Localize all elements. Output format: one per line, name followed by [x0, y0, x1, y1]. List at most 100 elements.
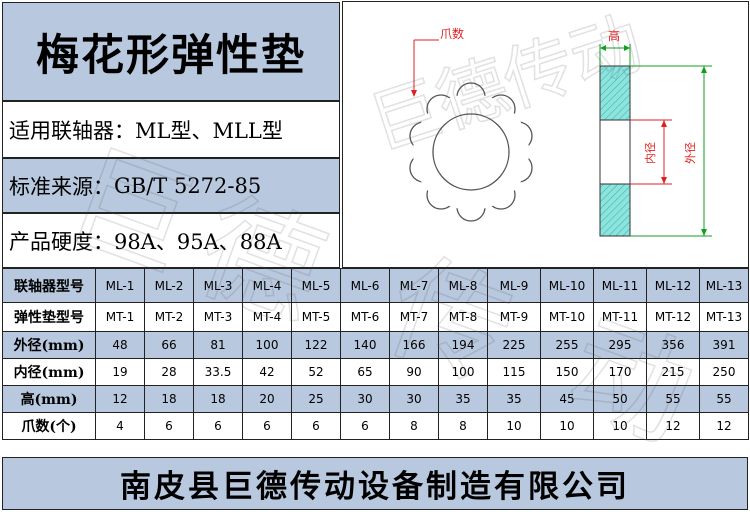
plum-pad-front-view — [409, 82, 533, 222]
height-cell: 20 — [242, 385, 292, 413]
coupling-model-cell: ML-5 — [291, 268, 341, 303]
height-cell: 25 — [291, 385, 341, 413]
pad-model-cell: MT-9 — [487, 302, 541, 332]
claw-count-cell: 8 — [389, 412, 439, 440]
height-cell: 45 — [540, 385, 594, 413]
inner-diameter-cell: 170 — [593, 358, 647, 386]
inner-diameter-cell: 42 — [242, 358, 292, 386]
pad-model-cell: MT-2 — [144, 302, 194, 332]
hardness-row: 产品硬度：98A、95A、88A — [2, 213, 340, 268]
inner-diameter-cell: 215 — [646, 358, 700, 386]
outer-diameter-cell: 194 — [438, 331, 488, 359]
pad-model-cell: MT-10 — [540, 302, 594, 332]
standard-source-row: 标准来源：GB/T 5272-85 — [2, 158, 340, 213]
standard-source-value: GB/T 5272-85 — [114, 173, 262, 198]
inner-diameter-cell: 90 — [389, 358, 439, 386]
hardness-value: 98A、95A、88A — [114, 229, 282, 254]
pad-model-cell: MT-1 — [95, 302, 145, 332]
claw-count-cell: 6 — [193, 412, 243, 440]
inner-diameter-cell: 250 — [699, 358, 749, 386]
title-box: 梅花形弹性垫 — [2, 2, 340, 101]
outer-diameter-cell: 122 — [291, 331, 341, 359]
applicable-coupling-label: 适用联轴器： — [9, 118, 135, 143]
row-header: 爪数(个) — [2, 412, 96, 440]
applicable-coupling-row: 适用联轴器：ML型、MLL型 — [2, 101, 340, 158]
dimension-diagram: 爪数 高 — [342, 0, 750, 268]
coupling-model-cell: ML-6 — [340, 268, 390, 303]
coupling-model-cell: ML-2 — [144, 268, 194, 303]
outer-diameter-label: 外径 — [684, 142, 697, 164]
outer-diameter-cell: 225 — [487, 331, 541, 359]
coupling-model-cell: ML-13 — [699, 268, 749, 303]
pad-model-cell: MT-7 — [389, 302, 439, 332]
coupling-model-cell: ML-10 — [540, 268, 594, 303]
pad-model-cell: MT-5 — [291, 302, 341, 332]
coupling-model-cell: ML-3 — [193, 268, 243, 303]
height-cell: 50 — [593, 385, 647, 413]
pad-model-cell: MT-6 — [340, 302, 390, 332]
coupling-model-cell: ML-12 — [646, 268, 700, 303]
outer-diameter-cell: 48 — [95, 331, 145, 359]
coupling-model-cell: ML-1 — [95, 268, 145, 303]
pad-model-cell: MT-8 — [438, 302, 488, 332]
height-cell: 18 — [193, 385, 243, 413]
outer-diameter-cell: 166 — [389, 331, 439, 359]
claw-count-cell: 12 — [646, 412, 700, 440]
standard-source-label: 标准来源： — [9, 174, 114, 199]
height-cell: 18 — [144, 385, 194, 413]
coupling-model-cell: ML-11 — [593, 268, 647, 303]
claw-count-cell: 10 — [540, 412, 594, 440]
height-cell: 55 — [646, 385, 700, 413]
inner-diameter-cell: 150 — [540, 358, 594, 386]
pad-model-cell: MT-11 — [593, 302, 647, 332]
coupling-model-cell: ML-8 — [438, 268, 488, 303]
height-cell: 30 — [389, 385, 439, 413]
inner-diameter-label: 内径 — [643, 142, 657, 164]
height-cell: 35 — [487, 385, 541, 413]
inner-diameter-cell: 52 — [291, 358, 341, 386]
height-cell: 30 — [340, 385, 390, 413]
plum-pad-side-view — [599, 65, 631, 237]
outer-diameter-cell: 81 — [193, 331, 243, 359]
height-cell: 55 — [699, 385, 749, 413]
outer-diameter-cell: 356 — [646, 331, 700, 359]
inner-diameter-cell: 19 — [95, 358, 145, 386]
hardness-label: 产品硬度： — [9, 229, 114, 254]
row-header: 外径(mm) — [2, 331, 96, 359]
outer-diameter-cell: 391 — [699, 331, 749, 359]
height-label: 高 — [608, 28, 620, 43]
claw-count-cell: 6 — [291, 412, 341, 440]
row-header: 内径(mm) — [2, 358, 96, 386]
outer-diameter-cell: 66 — [144, 331, 194, 359]
pad-model-cell: MT-13 — [699, 302, 749, 332]
info-panel: 梅花形弹性垫 适用联轴器：ML型、MLL型 标准来源：GB/T 5272-85 … — [0, 0, 342, 268]
row-header: 联轴器型号 — [2, 268, 96, 303]
claw-count-label: 爪数 — [440, 26, 464, 41]
height-cell: 35 — [438, 385, 488, 413]
inner-diameter-cell: 33.5 — [193, 358, 243, 386]
claw-count-cell: 10 — [487, 412, 541, 440]
claw-count-cell: 8 — [438, 412, 488, 440]
page-title: 梅花形弹性垫 — [36, 30, 306, 81]
pad-model-cell: MT-12 — [646, 302, 700, 332]
coupling-model-cell: ML-7 — [389, 268, 439, 303]
pad-model-cell: MT-4 — [242, 302, 292, 332]
inner-diameter-cell: 115 — [487, 358, 541, 386]
company-name: 南皮县巨德传动设备制造有限公司 — [2, 457, 748, 510]
outer-diameter-cell: 100 — [242, 331, 292, 359]
claw-count-cell: 4 — [95, 412, 145, 440]
applicable-coupling-value: ML型、MLL型 — [135, 118, 283, 143]
claw-count-cell: 6 — [144, 412, 194, 440]
claw-count-cell: 6 — [340, 412, 390, 440]
outer-diameter-cell: 295 — [593, 331, 647, 359]
diagram-svg: 爪数 高 — [342, 1, 749, 268]
row-header: 高(mm) — [2, 385, 96, 413]
outer-diameter-cell: 255 — [540, 331, 594, 359]
